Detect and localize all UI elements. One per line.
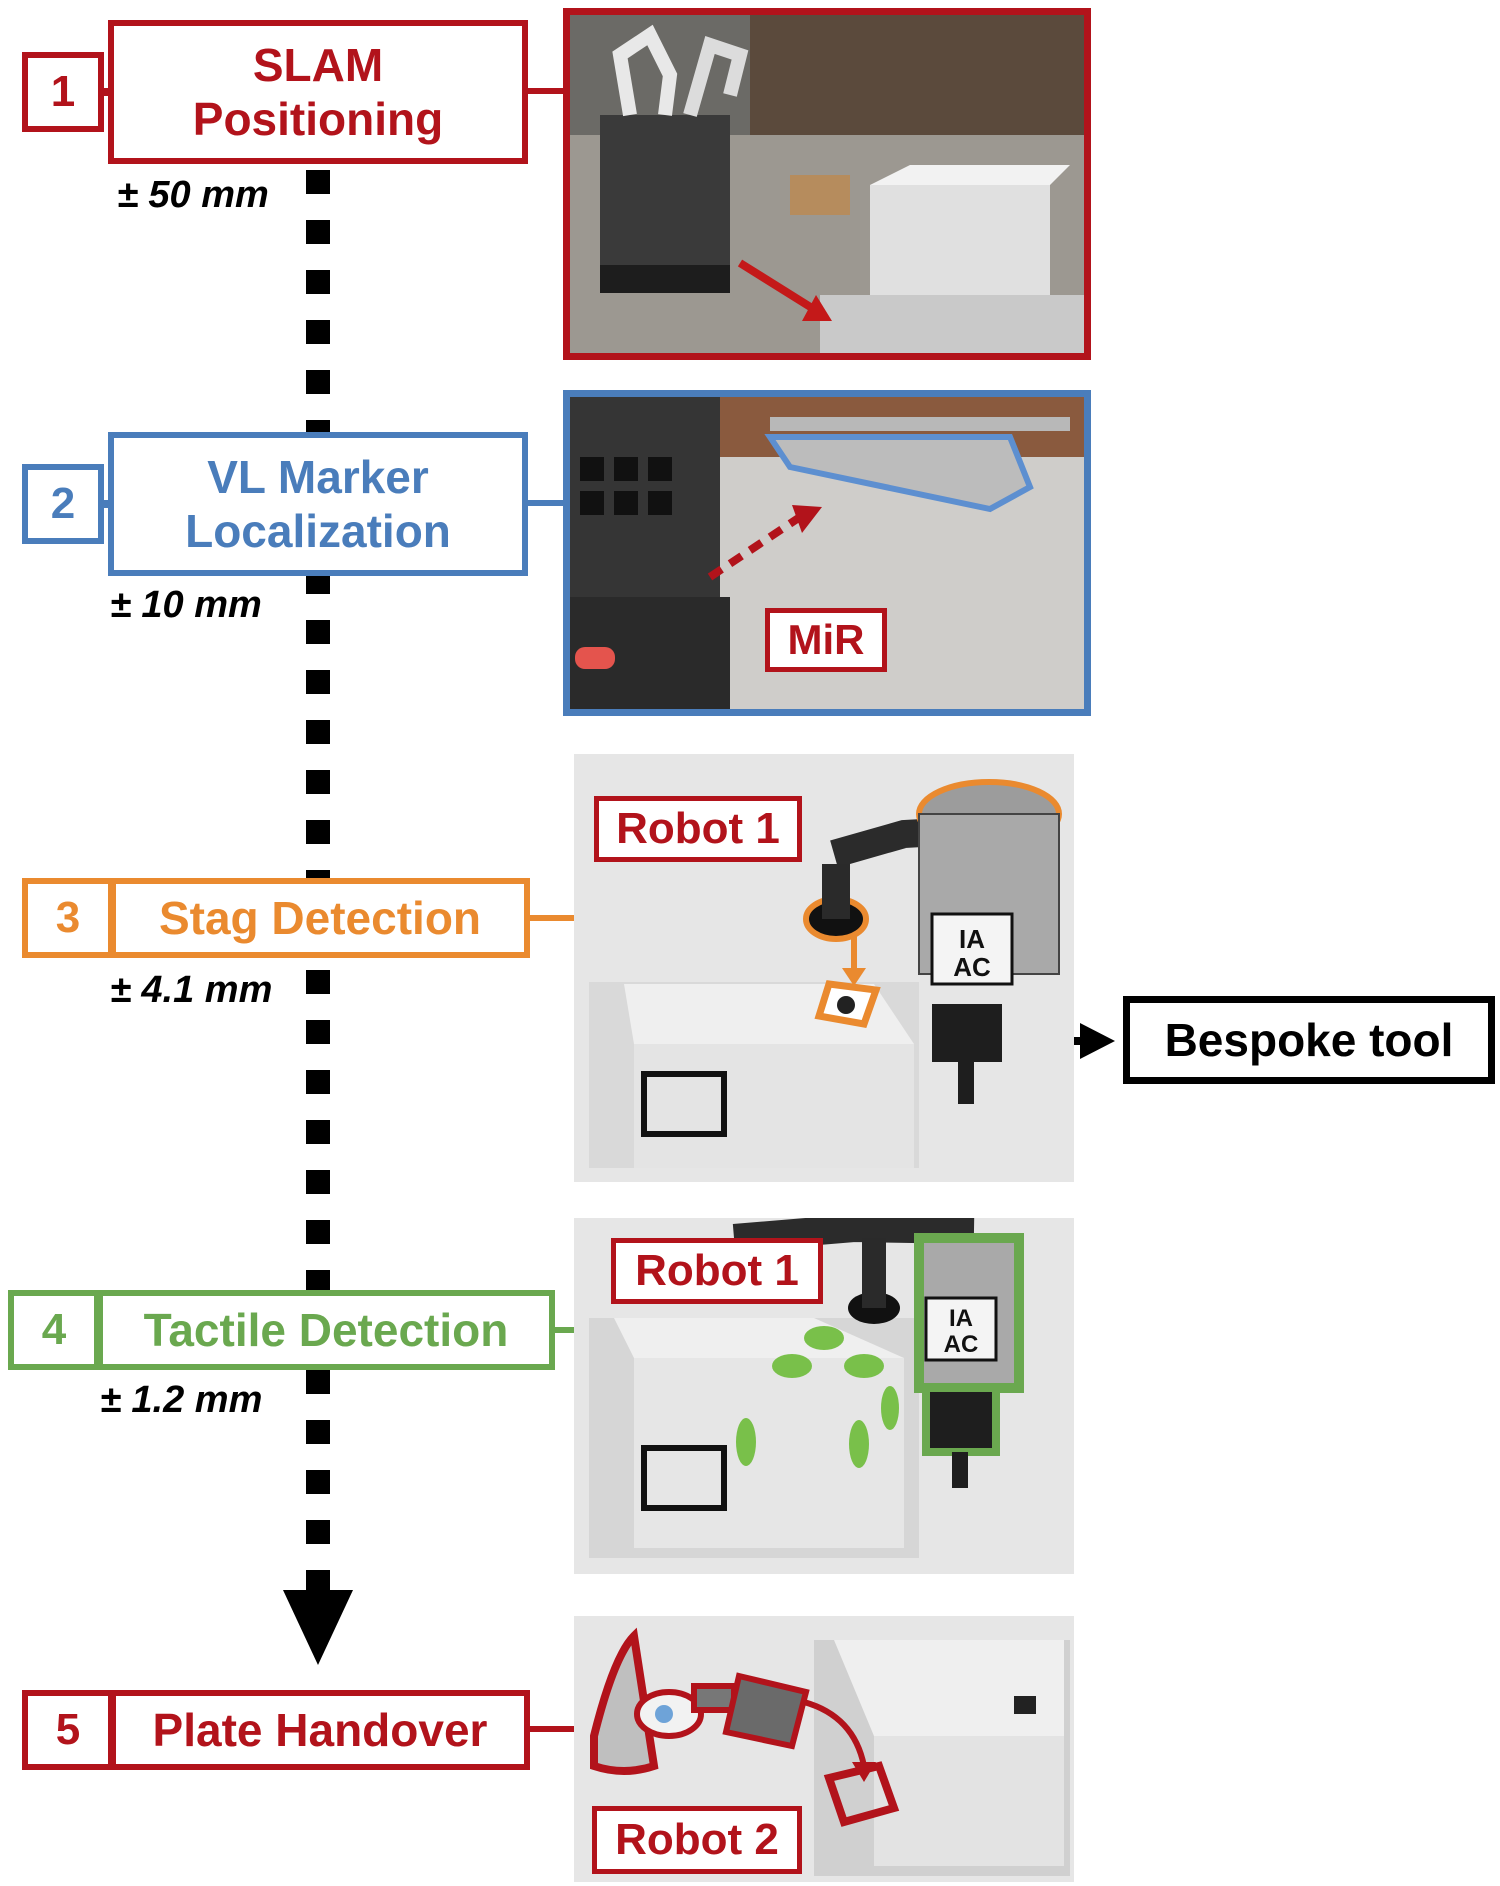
well-plate bbox=[722, 1672, 810, 1750]
touch-point-2 bbox=[772, 1354, 812, 1378]
tactile-marker-top: IA bbox=[949, 1305, 973, 1332]
handover-scene bbox=[590, 1627, 1070, 1876]
step3-label-box: Stag Detection bbox=[110, 878, 530, 958]
step1-number: 1 bbox=[50, 67, 76, 116]
progress-arrowhead bbox=[283, 1590, 353, 1665]
touch-point-6 bbox=[881, 1386, 899, 1430]
touch-point-4 bbox=[736, 1418, 756, 1466]
robot1-tag-step4: Robot 1 bbox=[611, 1238, 823, 1304]
touch-point-5 bbox=[849, 1420, 869, 1468]
step3-number-box: 3 bbox=[22, 878, 114, 958]
step4-tolerance: ± 1.2 mm bbox=[100, 1379, 263, 1421]
robot2-gripper-base bbox=[590, 1627, 659, 1775]
tactile-marker-bottom: AC bbox=[944, 1331, 979, 1358]
mobile-robot-body bbox=[600, 115, 730, 265]
slam-arrow bbox=[737, 259, 823, 317]
step3-label-line1: Stag Detection bbox=[158, 891, 482, 944]
step1-label-line1: SLAM bbox=[252, 38, 384, 91]
step2-number: 2 bbox=[50, 479, 76, 528]
step5-number: 5 bbox=[55, 1705, 81, 1754]
arm-marker-bottom: AC bbox=[953, 952, 991, 982]
step1-label-box: SLAM Positioning bbox=[108, 20, 528, 164]
step4-label-box: Tactile Detection bbox=[97, 1290, 555, 1370]
instrument-box bbox=[870, 185, 1050, 305]
step3-tolerance: ± 4.1 mm bbox=[110, 969, 273, 1011]
step2-tolerance: ± 10 mm bbox=[110, 584, 262, 626]
dashed-arrow bbox=[707, 513, 803, 581]
step2-label-box: VL Marker Localization bbox=[108, 432, 528, 576]
tactile-scene: IA AC bbox=[589, 1218, 1024, 1558]
aruco-label bbox=[930, 912, 1014, 986]
step2-number-box: 2 bbox=[22, 464, 104, 544]
step2-label-line1: VL Marker bbox=[207, 450, 429, 503]
robot1-tag-step3: Robot 1 bbox=[594, 796, 802, 862]
step1-number-box: 1 bbox=[22, 52, 104, 132]
touch-point-1 bbox=[804, 1326, 844, 1350]
mir-tag: MiR bbox=[765, 608, 887, 672]
step5-number-box: 5 bbox=[22, 1690, 114, 1770]
step3-number: 3 bbox=[55, 893, 81, 942]
bespoke-tool-tag: Bespoke tool bbox=[1123, 996, 1495, 1084]
step1-tolerance: ± 50 mm bbox=[117, 174, 269, 216]
step1-photo-slam bbox=[563, 8, 1091, 360]
step1-joint bbox=[104, 88, 110, 96]
touch-point-3 bbox=[844, 1354, 884, 1378]
step2-label-line2: Localization bbox=[185, 505, 451, 557]
step1-label-line2: Positioning bbox=[192, 93, 444, 145]
step5-photo-handover bbox=[574, 1616, 1074, 1882]
bespoke-arrowhead bbox=[1080, 1023, 1115, 1059]
slam-lab-scene bbox=[570, 15, 1084, 353]
arm-marker-top: IA bbox=[959, 924, 985, 954]
vl-marker-plate bbox=[764, 434, 1034, 513]
step4-label-line1: Tactile Detection bbox=[143, 1303, 509, 1356]
bespoke-tool bbox=[932, 1004, 1002, 1062]
step5-label-box: Plate Handover bbox=[110, 1690, 530, 1770]
step4-number-box: 4 bbox=[8, 1290, 100, 1370]
robot2-tag: Robot 2 bbox=[592, 1806, 802, 1874]
step4-number: 4 bbox=[41, 1305, 67, 1354]
step5-label-line1: Plate Handover bbox=[152, 1703, 488, 1756]
step2-joint bbox=[104, 500, 110, 508]
stag-scene: IA AC bbox=[589, 779, 1062, 1168]
